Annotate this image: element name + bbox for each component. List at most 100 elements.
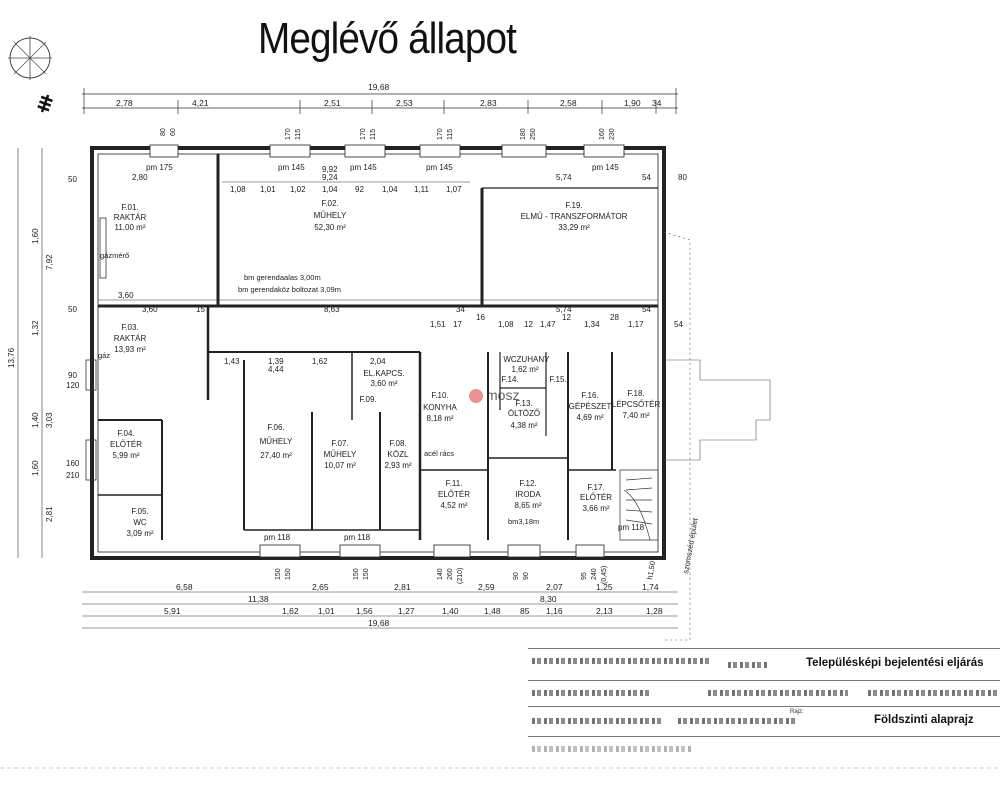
interior-walls xyxy=(98,154,658,540)
pm118-labels: pm 118 pm 118 pm 118 xyxy=(264,523,645,542)
svg-text:1,51: 1,51 xyxy=(430,320,446,329)
svg-text:1,28: 1,28 xyxy=(646,606,663,616)
svg-text:1,04: 1,04 xyxy=(382,185,398,194)
svg-text:27,40 m²: 27,40 m² xyxy=(260,451,292,460)
svg-text:54: 54 xyxy=(642,173,651,182)
stair-outline xyxy=(619,469,659,541)
svg-text:1,62: 1,62 xyxy=(282,606,299,616)
svg-text:3,60: 3,60 xyxy=(142,305,158,314)
svg-text:ELMŰ - TRANSZFORMÁTOR: ELMŰ - TRANSZFORMÁTOR xyxy=(521,212,628,221)
svg-text:3,60: 3,60 xyxy=(118,291,134,300)
dim-left-side: 13,76 1,60 7,92 1,32 90 120 1,40 3,03 1,… xyxy=(7,228,80,522)
svg-text:3,66 m²: 3,66 m² xyxy=(582,504,609,513)
svg-text:13,93 m²: 13,93 m² xyxy=(114,345,146,354)
svg-text:150: 150 xyxy=(353,568,360,580)
dim-upper-right: 5,74 54 80 50 2,80 xyxy=(68,173,687,184)
compass-icon xyxy=(8,36,52,80)
svg-text:RAKTÁR: RAKTÁR xyxy=(114,213,147,222)
svg-text:10,07 m²: 10,07 m² xyxy=(324,461,356,470)
svg-text:260: 260 xyxy=(447,568,454,580)
drawing-title: Földszinti alaprajz xyxy=(874,714,974,726)
svg-text:F.19.: F.19. xyxy=(565,201,582,210)
room-f09: F.09. xyxy=(359,395,376,404)
svg-text:F.15.: F.15. xyxy=(549,375,566,384)
north-arrow-icon xyxy=(37,94,53,113)
svg-text:bm gerendaköz boltozat 3,09m: bm gerendaköz boltozat 3,09m xyxy=(238,285,341,294)
svg-text:2,04: 2,04 xyxy=(370,357,386,366)
svg-text:F.01.: F.01. xyxy=(121,203,138,212)
svg-text:F.11.: F.11. xyxy=(446,479,463,488)
svg-text:pm 118: pm 118 xyxy=(264,533,291,542)
redacted-text xyxy=(532,718,662,724)
dim-top-row: 2,78 4,21 2,51 2,53 2,83 2,58 1,90 34 xyxy=(116,98,662,108)
svg-text:80: 80 xyxy=(678,173,687,182)
redacted-text xyxy=(532,658,712,664)
title-block-row-border xyxy=(528,680,1000,681)
svg-text:1,08: 1,08 xyxy=(498,320,514,329)
svg-text:150: 150 xyxy=(275,568,282,580)
svg-text:F.10.: F.10. xyxy=(431,391,448,400)
svg-text:52,30 m²: 52,30 m² xyxy=(314,223,346,232)
svg-text:180: 180 xyxy=(520,128,527,140)
svg-text:1,90: 1,90 xyxy=(624,98,641,108)
svg-text:2,65: 2,65 xyxy=(312,582,329,592)
svg-text:ELŐTÉR: ELŐTÉR xyxy=(438,490,470,499)
svg-text:4,69 m²: 4,69 m² xyxy=(576,413,603,422)
svg-text:4,52 m²: 4,52 m² xyxy=(440,501,467,510)
svg-text:15: 15 xyxy=(196,305,205,314)
dim-inner-row1: 1,08 1,01 1,02 1,04 92 1,04 1,11 1,07 9,… xyxy=(230,165,462,194)
svg-text:2,58: 2,58 xyxy=(560,98,577,108)
svg-text:50: 50 xyxy=(68,175,77,184)
svg-text:gázmérő: gázmérő xyxy=(100,251,129,260)
svg-text:GÉPÉSZET: GÉPÉSZET xyxy=(569,402,612,411)
svg-text:bm gerendaalas 3,00m: bm gerendaalas 3,00m xyxy=(244,273,321,282)
svg-text:pm 145: pm 145 xyxy=(278,163,305,172)
dim-mid-row: 50 3,60 15 8,63 34 5,74 54 3,60 xyxy=(68,291,651,314)
svg-text:MŰHELY: MŰHELY xyxy=(324,450,357,459)
svg-text:ELŐTÉR: ELŐTÉR xyxy=(110,440,142,449)
svg-text:1,07: 1,07 xyxy=(446,185,462,194)
svg-text:2,80: 2,80 xyxy=(132,173,148,182)
svg-text:F.17.: F.17. xyxy=(587,483,604,492)
svg-text:2,59: 2,59 xyxy=(478,582,495,592)
svg-text:4,38 m²: 4,38 m² xyxy=(510,421,537,430)
svg-text:3,60 m²: 3,60 m² xyxy=(370,379,397,388)
svg-text:4,21: 4,21 xyxy=(192,98,209,108)
svg-text:160: 160 xyxy=(66,459,80,468)
svg-text:230: 230 xyxy=(609,128,616,140)
svg-text:1,02: 1,02 xyxy=(290,185,306,194)
svg-text:5,91: 5,91 xyxy=(164,606,181,616)
dim-mid-row2: 1,51 17 16 1,08 12 1,47 12 1,34 28 1,17 … xyxy=(430,313,683,329)
svg-text:2,07: 2,07 xyxy=(546,582,563,592)
svg-text:90: 90 xyxy=(523,572,530,580)
svg-text:MŰHELY: MŰHELY xyxy=(314,211,347,220)
svg-text:240: 240 xyxy=(591,568,598,580)
svg-text:MŰHELY: MŰHELY xyxy=(260,437,293,446)
svg-text:34: 34 xyxy=(652,98,662,108)
svg-text:1,60: 1,60 xyxy=(31,460,40,476)
svg-text:F.14.: F.14. xyxy=(501,375,518,384)
svg-text:60: 60 xyxy=(170,128,177,136)
svg-text:16: 16 xyxy=(476,313,485,322)
svg-text:170: 170 xyxy=(437,128,444,140)
svg-text:pm 118: pm 118 xyxy=(618,523,645,532)
svg-text:2,83: 2,83 xyxy=(480,98,497,108)
svg-text:bm3,18m: bm3,18m xyxy=(508,517,539,526)
svg-text:1,01: 1,01 xyxy=(260,185,276,194)
svg-text:1,17: 1,17 xyxy=(628,320,644,329)
svg-text:szomszéd épület: szomszéd épület xyxy=(681,516,700,574)
svg-text:80: 80 xyxy=(160,128,167,136)
svg-text:KÖZL: KÖZL xyxy=(388,450,409,459)
svg-text:5,74: 5,74 xyxy=(556,173,572,182)
svg-text:95: 95 xyxy=(581,572,588,580)
svg-text:54: 54 xyxy=(642,305,651,314)
svg-text:90: 90 xyxy=(68,371,77,380)
